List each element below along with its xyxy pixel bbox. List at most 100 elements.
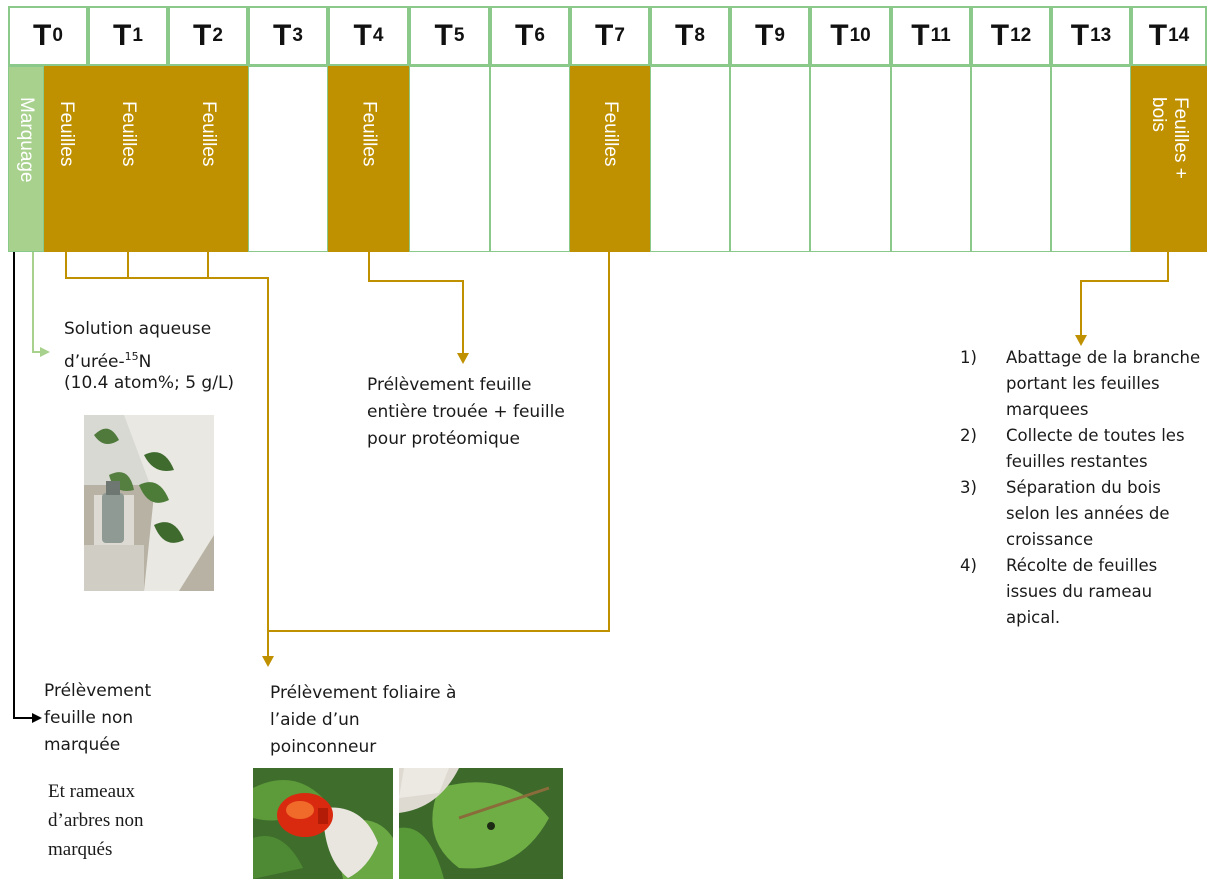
header-t5-sub: 5: [453, 25, 465, 46]
punch-photo-1-image: [253, 768, 393, 879]
cell-t4-feuilles: Feuilles: [328, 66, 409, 252]
spray-photo: [84, 415, 214, 591]
cell-marquage: Marquage: [8, 66, 44, 252]
spray-line2: d’urée-15N: [64, 343, 151, 376]
arrow-punch: [262, 656, 274, 667]
step-1-text: Abattage de la branche portant les feuil…: [1006, 348, 1201, 419]
step-2: 2) Collecte de toutes les feuilles restan…: [960, 423, 1205, 475]
t0-feuilles-label: Feuilles: [56, 101, 77, 167]
cell-t10: [810, 66, 891, 252]
header-t7-base: T: [595, 19, 614, 52]
header-t1-base: T: [113, 19, 132, 52]
line-unmarked: [13, 252, 32, 719]
line-t7: [268, 252, 610, 632]
header-t10-base: T: [830, 19, 849, 52]
punch-photo-2-image: [399, 768, 563, 879]
spray-title: Solution aqueuse: [64, 319, 212, 339]
step-2-text: Collecte de toutes les feuilles restante…: [1006, 426, 1185, 471]
step-1-number: 1): [960, 348, 977, 367]
line-t0-t2-bracket: [65, 252, 269, 660]
header-t2-sub: 2: [212, 25, 223, 46]
cell-t14-feuilles-bois: Feuilles + bois: [1131, 66, 1207, 252]
punch-photo-2: [399, 768, 563, 879]
cell-t3: [248, 66, 328, 252]
unmarked-branches-text: Et rameaux d’arbres non marqués: [48, 781, 144, 860]
arrow-t4: [457, 353, 469, 364]
header-t12-sub: 12: [1010, 25, 1032, 46]
unmarked-sampling-text: Prélèvement feuille non marquée: [44, 681, 152, 755]
header-t9-sub: 9: [774, 25, 785, 46]
spray-line2-prefix: d’urée-: [64, 352, 125, 372]
t4-sampling-text: Prélèvement feuille entière trouée + feu…: [367, 375, 565, 449]
spray-line2-suffix: N: [138, 352, 152, 372]
header-t1-sub: 1: [132, 25, 143, 46]
header-t5-base: T: [434, 19, 453, 52]
header-t2-base: T: [193, 19, 212, 52]
t14-feuilles-bois-label: Feuilles + bois: [1148, 97, 1191, 179]
cell-t12: [971, 66, 1051, 252]
t14-steps-list: 1) Abattage de la branche portant les feu…: [960, 345, 1205, 631]
header-t6-sub: 6: [534, 25, 545, 46]
header-t3-base: T: [273, 19, 292, 52]
spray-line2-sup: 15: [124, 350, 139, 363]
spray-photo-image: [84, 415, 214, 591]
step-3-number: 3): [960, 478, 977, 497]
header-t12-base: T: [990, 19, 1010, 52]
line-marquage: [32, 252, 42, 353]
step-3: 3) Séparation du bois selon les années de…: [960, 475, 1205, 553]
cell-t7-feuilles: Feuilles: [570, 66, 650, 252]
t2-feuilles-label: Feuilles: [198, 101, 219, 167]
step-4: 4)Récolte de feuilles issues du rameau a…: [960, 553, 1205, 631]
header-t6-base: T: [515, 19, 534, 52]
header-t8-sub: 8: [694, 25, 705, 46]
cell-t5: [409, 66, 490, 252]
header-t14-sub: 14: [1168, 25, 1190, 46]
header-t0-base: T: [33, 19, 52, 52]
t4-feuilles-label: Feuilles: [358, 101, 380, 167]
cell-t11: [891, 66, 971, 252]
cell-t0-feuilles: Feuilles: [44, 66, 88, 252]
cell-t1-feuilles: Feuilles: [88, 66, 168, 252]
line-t4: [368, 252, 464, 356]
punch-sampling-text: Prélèvement foliaire à l’aide d’un poinc…: [270, 683, 457, 757]
arrow-marquage: [40, 347, 50, 357]
line-t14: [1080, 252, 1169, 338]
header-t4-sub: 4: [372, 25, 384, 46]
cell-t2-feuilles: Feuilles: [168, 66, 248, 252]
step-4-text: Récolte de feuilles issues du rameau api…: [1006, 556, 1158, 627]
header-t0-sub: 0: [52, 25, 63, 46]
arrow-unmarked: [32, 713, 42, 723]
header-t4-base: T: [353, 19, 372, 52]
header-t3-sub: 3: [292, 25, 303, 46]
step-3-text: Séparation du bois selon les années de c…: [1006, 478, 1170, 549]
header-t8-base: T: [675, 19, 694, 52]
t1-feuilles-label: Feuilles: [118, 101, 139, 167]
step-1: 1) Abattage de la branche portant les feu…: [960, 345, 1205, 423]
header-t11-base: T: [911, 19, 930, 52]
arrow-t14: [1075, 335, 1087, 346]
cell-t6: [490, 66, 570, 252]
header-t14-base: T: [1148, 19, 1168, 52]
header-t7-sub: 7: [614, 25, 625, 46]
header-t11-sub: 11: [930, 25, 951, 46]
cell-t8: [650, 66, 730, 252]
cell-t9: [730, 66, 810, 252]
step-2-number: 2): [960, 426, 977, 445]
t7-feuilles-label: Feuilles: [600, 101, 621, 167]
